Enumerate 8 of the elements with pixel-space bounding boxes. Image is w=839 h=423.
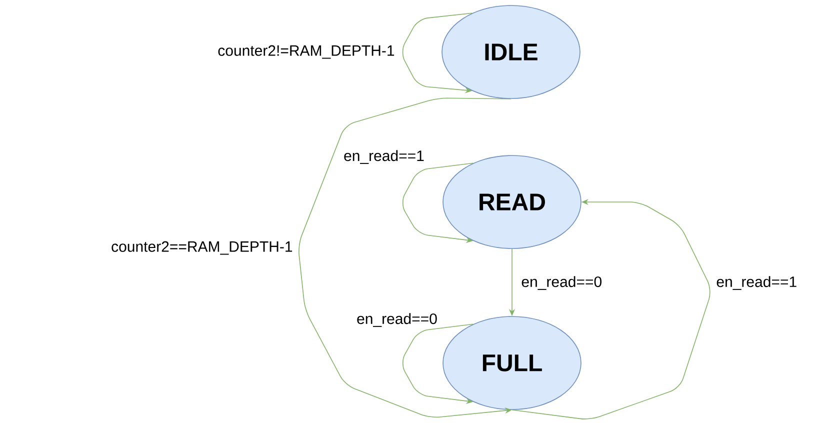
edge-label: en_read==1	[715, 275, 798, 291]
edge-label: en_read==0	[356, 312, 438, 328]
arrow	[402, 162, 474, 243]
edge-label: en_read==0	[520, 275, 604, 291]
edge-label: counter2!=RAM_DEPTH-1	[216, 44, 396, 60]
edge-label: en_read==1	[342, 149, 426, 165]
arrow	[402, 324, 474, 404]
edge-label: counter2==RAM_DEPTH-1	[110, 240, 294, 256]
